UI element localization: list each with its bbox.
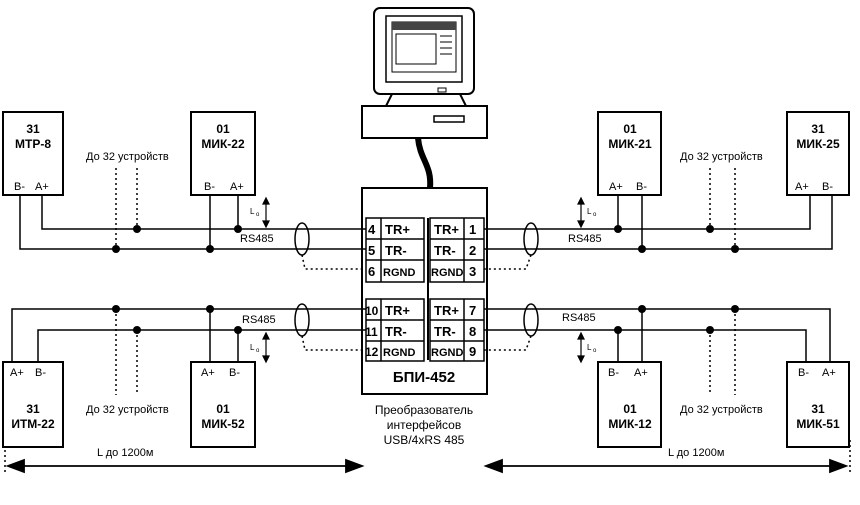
mik52-name: МИК-52 <box>201 417 245 431</box>
rs485-label-lr: RS485 <box>562 312 596 324</box>
term-sig-7: TR+ <box>434 303 459 318</box>
mtr8-pin1: B- <box>14 181 25 193</box>
mik22-num: 01 <box>216 122 230 136</box>
converter-bpi452 <box>361 187 488 395</box>
upto32-label-ur: До 32 устройств <box>680 151 763 163</box>
itm22-pin2: B- <box>35 367 46 379</box>
upto32-label-lr: До 32 устройств <box>680 404 763 416</box>
rs485-label-ur: RS485 <box>568 233 602 245</box>
length-label-right: L до 1200м <box>668 447 724 459</box>
lo-arrows <box>262 196 585 364</box>
mik25-pin2: B- <box>822 181 833 193</box>
computer-icon <box>361 7 488 139</box>
mik22-pin1: B- <box>204 181 215 193</box>
mtr8-name: МТР-8 <box>15 137 51 151</box>
converter-name: БПИ-452 <box>393 369 455 386</box>
term-num-11: 11 <box>365 325 378 339</box>
itm22-num: 31 <box>26 402 40 416</box>
term-sig-11: TR- <box>385 324 407 339</box>
cable-shield-marks <box>294 222 539 337</box>
rs485-label-ul: RS485 <box>240 233 274 245</box>
caption-line1: Преобразователь <box>375 403 473 417</box>
term-sig-3: RGND <box>431 267 463 279</box>
lo-sub-ul: о <box>256 212 260 218</box>
caption-line3: USB/4xRS 485 <box>384 433 465 447</box>
length-label-left: L до 1200м <box>97 447 153 459</box>
term-num-3: 3 <box>469 264 476 279</box>
lo-label-lr: L <box>587 343 592 352</box>
device-boxes <box>2 111 850 448</box>
mik52-pin2: B- <box>229 367 240 379</box>
term-num-7: 7 <box>469 303 476 318</box>
usb-cable <box>415 137 434 189</box>
term-sig-8: TR- <box>434 324 456 339</box>
itm22-pin1: A+ <box>10 367 24 379</box>
mik21-pin2: B- <box>636 181 647 193</box>
mik51-pin2: A+ <box>822 367 836 379</box>
term-num-5: 5 <box>368 243 375 258</box>
mik12-pin2: A+ <box>634 367 648 379</box>
lo-label-ll: L <box>250 343 255 352</box>
lo-label-ur: L <box>587 207 592 216</box>
mik25-num: 31 <box>811 122 825 136</box>
mik21-num: 01 <box>623 122 637 136</box>
itm22-name: ИТМ-22 <box>11 417 55 431</box>
dotted-lines <box>4 168 851 472</box>
term-num-1: 1 <box>469 222 476 237</box>
bus-wires <box>11 195 833 362</box>
term-num-4: 4 <box>368 222 376 237</box>
term-sig-2: TR- <box>434 243 456 258</box>
term-num-9: 9 <box>469 344 476 359</box>
term-sig-4: TR+ <box>385 222 410 237</box>
term-sig-6: RGND <box>383 267 415 279</box>
lo-label-ul: L <box>250 207 255 216</box>
upto32-label-ul: До 32 устройств <box>86 151 169 163</box>
mik12-num: 01 <box>623 402 637 416</box>
term-num-6: 6 <box>368 264 375 279</box>
term-num-8: 8 <box>469 324 476 339</box>
lo-sub-lr: о <box>593 348 597 354</box>
lo-sub-ll: о <box>256 348 260 354</box>
mik25-pin1: A+ <box>795 181 809 193</box>
lo-sub-ur: о <box>593 212 597 218</box>
mtr8-num: 31 <box>26 122 40 136</box>
mik51-num: 31 <box>811 402 825 416</box>
mik12-name: МИК-12 <box>608 417 652 431</box>
term-sig-10: TR+ <box>385 303 410 318</box>
term-sig-1: TR+ <box>434 222 459 237</box>
term-num-2: 2 <box>469 243 476 258</box>
term-sig-9: RGND <box>431 347 463 359</box>
upto32-label-ll: До 32 устройств <box>86 404 169 416</box>
mtr8-pin2: A+ <box>35 181 49 193</box>
term-sig-12: RGND <box>383 347 415 359</box>
term-num-12: 12 <box>365 345 379 359</box>
mik21-pin1: A+ <box>609 181 623 193</box>
term-num-10: 10 <box>365 304 379 318</box>
mik52-num: 01 <box>216 402 230 416</box>
mik22-name: МИК-22 <box>201 137 245 151</box>
term-sig-5: TR- <box>385 243 407 258</box>
mik12-pin1: B- <box>608 367 619 379</box>
length-arrows <box>5 458 849 474</box>
mik21-name: МИК-21 <box>608 137 652 151</box>
caption-line2: интерфейсов <box>387 418 461 432</box>
mik22-pin2: A+ <box>230 181 244 193</box>
mik51-name: МИК-51 <box>796 417 840 431</box>
rs485-label-ll: RS485 <box>242 314 276 326</box>
mik25-name: МИК-25 <box>796 137 840 151</box>
mik52-pin1: A+ <box>201 367 215 379</box>
mik51-pin1: B- <box>798 367 809 379</box>
junction-dots <box>112 225 739 334</box>
